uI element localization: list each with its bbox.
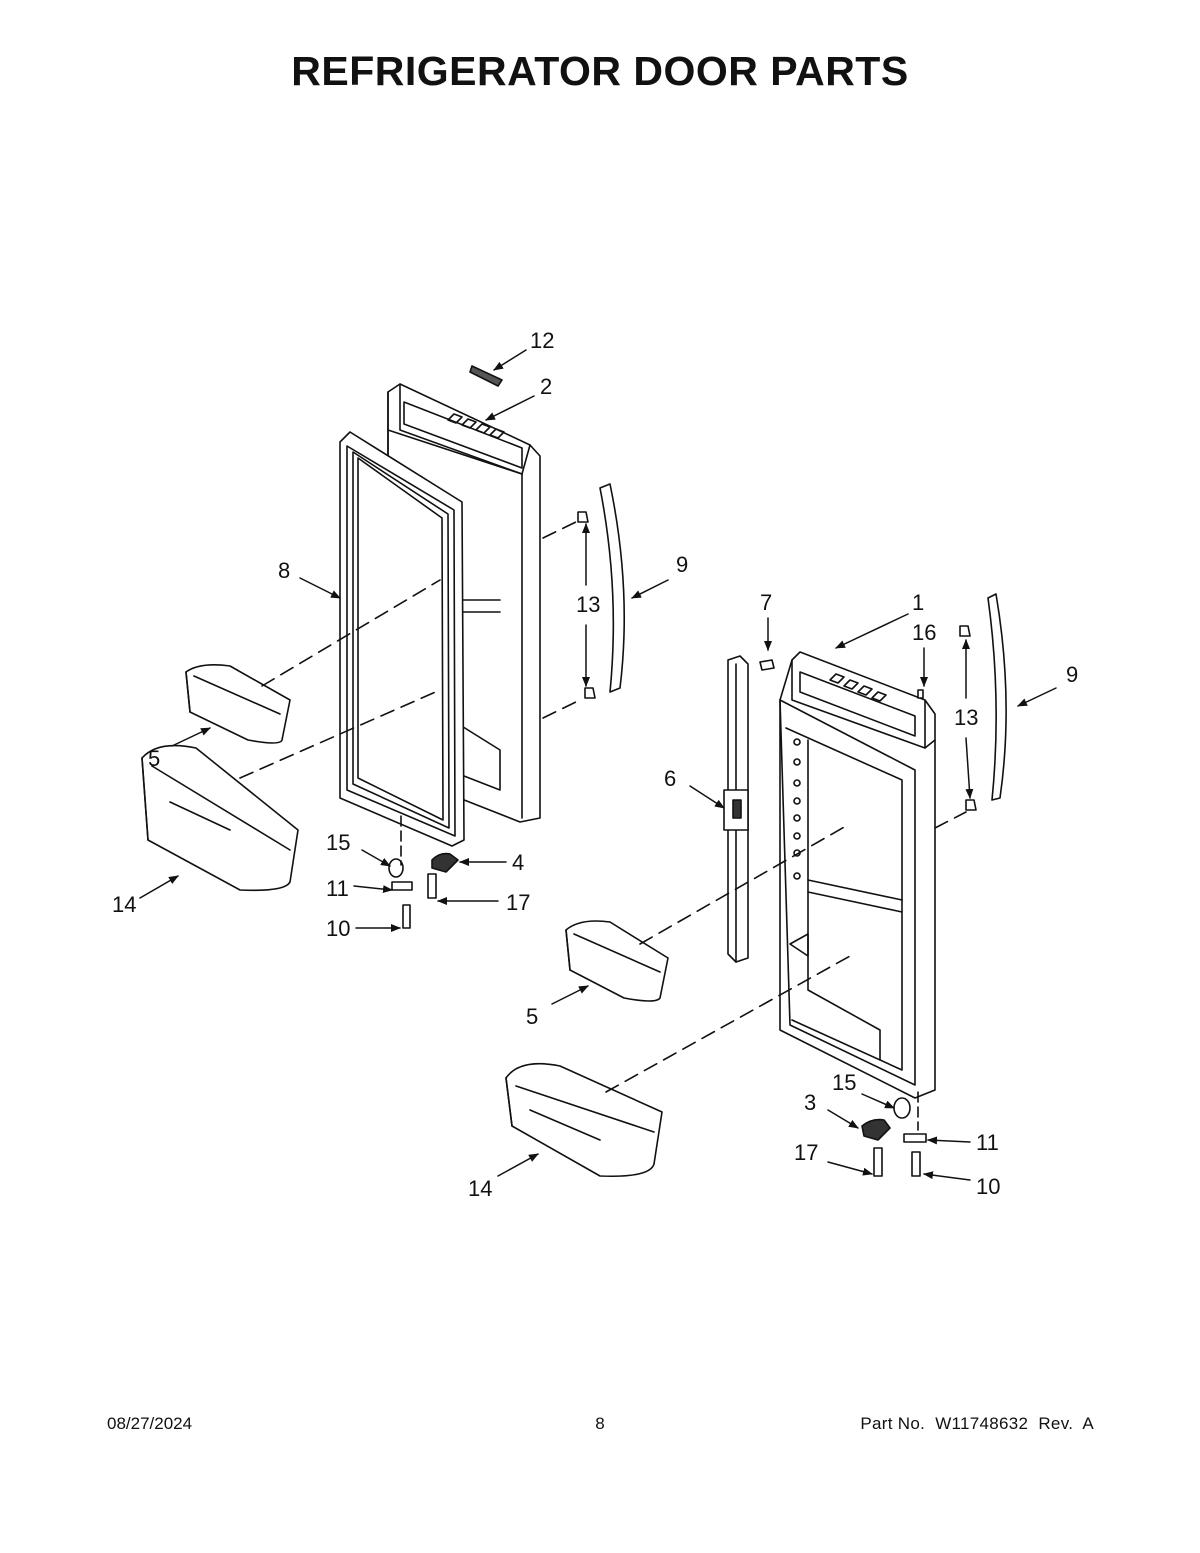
callout-11-right: 11 [976,1130,999,1155]
callout-1-right: 1 [912,590,924,615]
callout-16-right: 16 [912,620,936,645]
callout-12-left: 12 [530,328,554,353]
left-alignment-lines [239,519,581,779]
callout-11-left: 11 [326,876,349,901]
callout-2-left: 2 [540,374,552,399]
callout-5-right: 5 [526,1004,538,1029]
callout-3-right: 3 [804,1090,816,1115]
right-alignment-lines [605,811,967,1093]
footer-page-number: 8 [595,1414,605,1433]
left-large-door-bin [141,744,299,892]
callout-14-right: 14 [468,1176,492,1201]
page-title: REFRIGERATOR DOOR PARTS [291,48,909,94]
callout-10-left: 10 [326,916,350,941]
callout-13-left: 13 [576,592,600,617]
right-large-door-bin [505,1062,663,1178]
right-door-handle [959,593,1007,811]
right-door-liner [779,651,936,1099]
callout-17-right: 17 [794,1140,818,1165]
right-mullion-bar [723,655,775,963]
left-small-door-bin [185,664,291,744]
right-small-door-bin [565,920,669,1002]
callout-7-right: 7 [760,590,772,615]
callout-17-left: 17 [506,890,530,915]
callout-9-right: 9 [1066,662,1078,687]
callout-5-left: 5 [148,746,160,771]
callout-15-right: 15 [832,1070,856,1095]
left-door-handle [577,483,626,699]
left-door-gasket [339,431,465,847]
callout-14-left: 14 [112,892,136,917]
footer-date: 08/27/2024 [107,1414,193,1433]
footer-part-number: Part No. W11748632 Rev. A [860,1414,1094,1433]
right-hinge-hardware [861,689,927,1177]
callout-15-left: 15 [326,830,350,855]
leader-arrows [139,349,1057,1181]
callout-9-left: 9 [676,552,688,577]
callout-10-right: 10 [976,1174,1000,1199]
left-hinge-hardware [388,815,459,929]
left-door-clip [469,365,503,387]
callout-8-left: 8 [278,558,290,583]
callout-13-right: 13 [954,705,978,730]
callout-6-right: 6 [664,766,676,791]
callout-4-left: 4 [512,850,524,875]
